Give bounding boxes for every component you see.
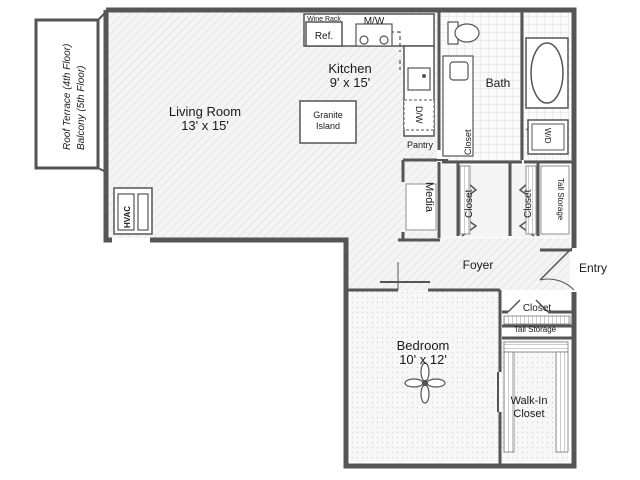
walk-in-closet-line1: Walk-In <box>511 395 548 407</box>
pantry-name: Pantry <box>407 140 434 150</box>
granite-island <box>299 100 357 144</box>
bedroom-name: Bedroom <box>397 338 450 353</box>
tall-storage-horizontal-name: Tall Storage <box>514 325 557 334</box>
living-floor <box>107 12 437 238</box>
hvac-label: HVAC <box>123 206 132 228</box>
walk-in-closet-line2: Closet <box>513 408 544 420</box>
dishwasher-label: D/W <box>414 106 424 124</box>
cooktop <box>355 23 393 47</box>
kitchen-size: 9' x 15' <box>330 75 370 90</box>
kitchen-name: Kitchen <box>328 61 371 76</box>
dishwasher <box>403 99 435 131</box>
exterior-walls <box>103 7 577 469</box>
bath-fixtures <box>442 21 569 157</box>
closet-right-name: Closet <box>523 189 534 218</box>
living-room-name: Living Room <box>169 104 241 119</box>
closet-shelving <box>405 165 571 453</box>
sink <box>407 67 431 91</box>
granite-island-label-2: Island <box>316 121 340 131</box>
hvac-unit: HVAC <box>113 187 153 235</box>
foyer-name: Foyer <box>463 258 494 272</box>
bath-name: Bath <box>486 76 511 90</box>
bath-sink <box>449 61 469 81</box>
media-name: Media <box>423 182 435 213</box>
kitchen-counters <box>299 13 435 144</box>
interior-walls <box>348 12 572 464</box>
toilet <box>454 23 480 43</box>
living-room-size: 13' x 15' <box>181 118 229 133</box>
closet-bath-name: Closet <box>463 129 473 155</box>
closet-left-name: Closet <box>464 189 475 218</box>
granite-island-label-1: Granite <box>313 110 343 120</box>
fixture-labels: Wine Rack Ref. M/W D/W Granite Island W/… <box>307 16 552 144</box>
washer-dryer-label: W/D <box>543 128 552 144</box>
balcony-label-2: Balcony (5th Floor) <box>76 66 87 150</box>
tall-storage-vertical-name: Tall Storage <box>556 178 565 221</box>
entry-name: Entry <box>579 261 607 275</box>
foyer-floor <box>345 238 570 290</box>
room-labels: Living Room 13' x 15' Kitchen 9' x 15' B… <box>169 61 607 420</box>
balcony-label-1: Roof Terrace (4th Floor) <box>62 44 73 150</box>
closet-foyer-name: Closet <box>523 303 552 314</box>
balcony: Roof Terrace (4th Floor) Balcony (5th Fl… <box>34 11 107 173</box>
bedroom-size: 10' x 12' <box>399 352 447 367</box>
wine-rack-label: Wine Rack <box>307 16 341 23</box>
refrigerator <box>305 21 343 47</box>
refrigerator-label: Ref. <box>315 31 333 42</box>
tub-basin <box>530 42 564 104</box>
microwave-label: M/W <box>364 16 385 27</box>
ceiling-fan-icon <box>404 362 446 404</box>
